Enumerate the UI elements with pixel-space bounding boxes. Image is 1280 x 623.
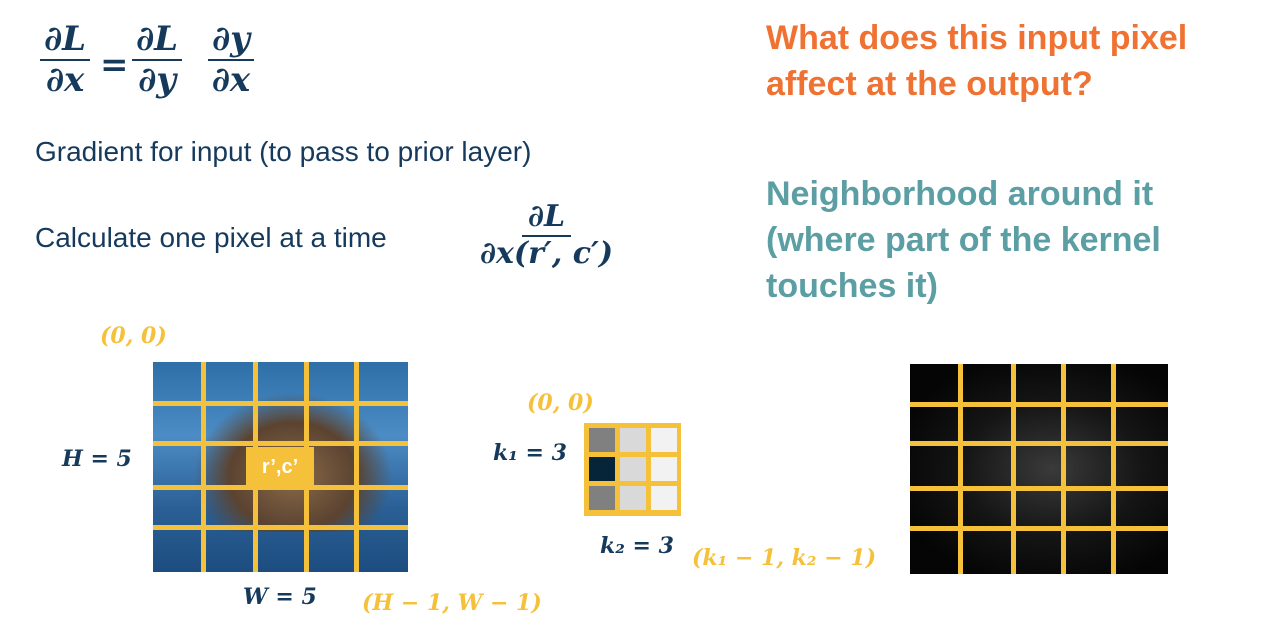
kernel-origin-label: (0, 0) [527,390,594,416]
input-origin-label: (0, 0) [100,323,167,349]
input-end-label: (H − 1, W − 1) [362,590,542,616]
kernel-cell [589,486,615,510]
eq-t2-den: ∂x [211,60,251,101]
input-height-label: H = 5 [62,446,132,472]
kernel-end-label: (k₁ − 1, k₂ − 1) [692,545,877,571]
eq-t1-num: ∂L [132,19,183,62]
calc-text: Calculate one pixel at a time [35,222,387,253]
eq-t2-num: ∂y [208,19,254,62]
kernel-cell [620,457,646,481]
kernel-cell [651,457,677,481]
kernel-cell [620,486,646,510]
kernel-cell [620,428,646,452]
calc-frac-den: ∂x(r′, c′) [480,235,614,271]
question-text: What does this input pixel affect at the… [766,19,1188,103]
input-image: r’,c’ [153,362,408,572]
kernel-cell [589,457,615,481]
calc-frac-num: ∂L [521,199,572,237]
kernel-cell [651,428,677,452]
kernel-k1-label: k₁ = 3 [493,440,567,466]
kernel-grid [584,423,681,516]
eq-t1-den: ∂y [138,60,176,101]
eq-sign: = [100,45,129,85]
output-image [910,364,1168,574]
kernel-cell [589,428,615,452]
input-width-label: W = 5 [243,584,317,610]
kernel-k2-label: k₂ = 3 [600,533,674,559]
eq-lhs-num: ∂L [40,19,91,62]
answer-text: Neighborhood around it (where part of th… [766,175,1161,305]
pixel-label: r’,c’ [261,455,299,478]
eq-lhs-den: ∂x [45,60,85,101]
kernel-cell [651,486,677,510]
selected-pixel: r’,c’ [246,447,314,487]
gradient-text: Gradient for input (to pass to prior lay… [35,136,532,167]
